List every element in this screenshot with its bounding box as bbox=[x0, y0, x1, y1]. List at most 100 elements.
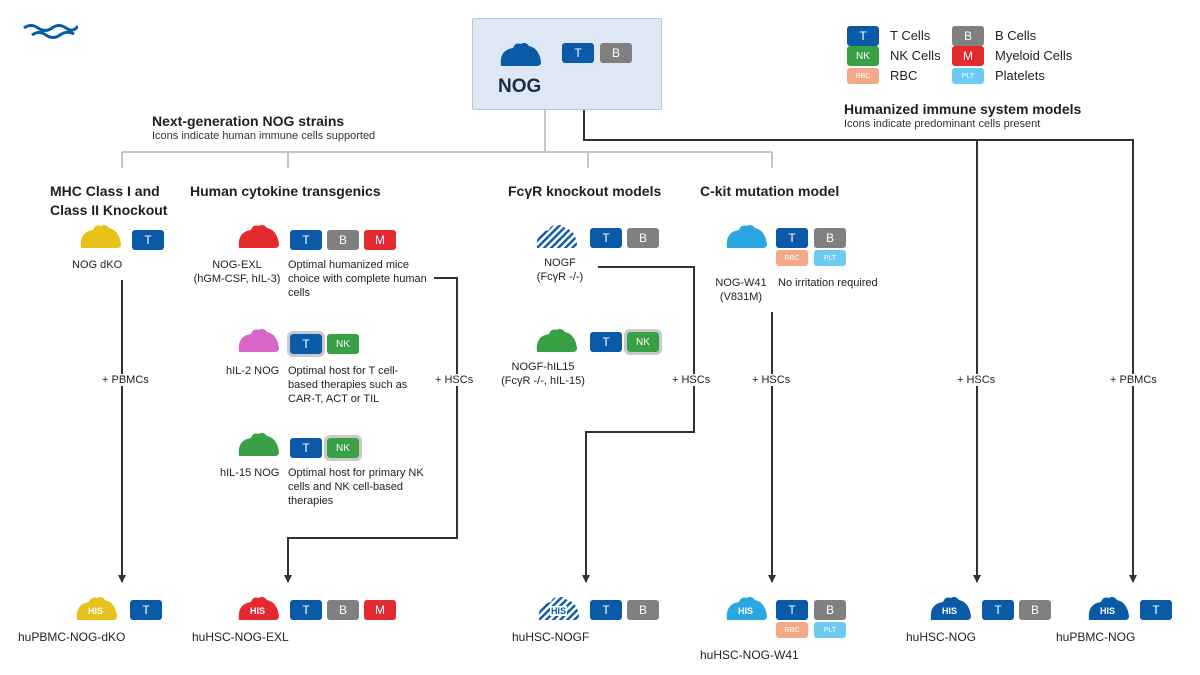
legend-label-b: B Cells bbox=[995, 28, 1037, 43]
il15-name: hIL-15 NOG bbox=[220, 467, 280, 479]
humanized-title: Humanized immune system models bbox=[844, 101, 1082, 117]
model-exl-his: HIS bbox=[250, 606, 266, 616]
nogf-badge-b: B bbox=[627, 228, 659, 248]
w41-badge-t: T bbox=[776, 228, 808, 248]
arrow-pbmc-nog bbox=[583, 110, 1137, 583]
il2-mouse-icon bbox=[238, 328, 279, 352]
legend-badge-plt: PLT bbox=[952, 68, 984, 84]
model-hsc-mouse-icon bbox=[930, 596, 971, 620]
model-pbmc-label: huPBMC-NOG bbox=[1056, 630, 1136, 644]
dko-mouse-icon bbox=[80, 224, 121, 248]
step-pbmc-dko: + PBMCs bbox=[100, 374, 151, 386]
il2-desc: Optimal host for T cell-based therapies … bbox=[288, 365, 408, 405]
arrow-exl bbox=[284, 277, 458, 583]
exl-mouse-icon bbox=[238, 224, 279, 248]
model-dko-badge-t: T bbox=[130, 600, 162, 620]
legend-badge-nk: NK bbox=[847, 46, 879, 66]
dko-badge-t: T bbox=[132, 230, 164, 250]
model-nogf-badge-t: T bbox=[590, 600, 622, 620]
model-dko-mouse-icon bbox=[76, 596, 117, 620]
next-gen-subtitle: Icons indicate human immune cells suppor… bbox=[152, 130, 376, 142]
nog-mouse-icon bbox=[500, 42, 541, 66]
exl-name: NOG-EXL (hGM-CSF, hIL-3) bbox=[193, 259, 281, 285]
il15-badge-nk: NK bbox=[324, 435, 362, 461]
nogfil15-name: NOGF-hIL15 (FcγR -/-, hIL-15) bbox=[501, 361, 585, 387]
dko-name: NOG dKO bbox=[72, 259, 123, 271]
legend-label-t: T Cells bbox=[890, 28, 931, 43]
w41-badge-b: B bbox=[814, 228, 846, 248]
step-hsc-nogf: + HSCs bbox=[670, 374, 713, 386]
model-dko-his: HIS bbox=[88, 606, 104, 616]
w41-mouse-icon bbox=[726, 224, 767, 248]
model-nogf-label: huHSC-NOGF bbox=[512, 630, 590, 644]
model-w41-badge-t: T bbox=[776, 600, 808, 620]
root-badge-t: T bbox=[562, 43, 594, 63]
exl-badge-t: T bbox=[290, 230, 322, 250]
legend-badge-m: M bbox=[952, 46, 984, 66]
exl-badge-b: B bbox=[327, 230, 359, 250]
category-fcgr: FcγR knockout models bbox=[508, 183, 662, 199]
step-hsc-w41: + HSCs bbox=[750, 374, 793, 386]
nogf-name: NOGF (FcγR -/-) bbox=[536, 257, 584, 283]
nogfil15-badge-nk: NK bbox=[624, 329, 662, 355]
arrow-lines bbox=[118, 110, 1137, 583]
w41-badge-plt: PLT bbox=[814, 250, 846, 266]
model-exl-label: huHSC-NOG-EXL bbox=[192, 630, 289, 644]
exl-badge-m: M bbox=[364, 230, 396, 250]
legend-badge-b: B bbox=[952, 26, 984, 46]
category-mhc: MHC Class I and Class II Knockout bbox=[50, 183, 168, 218]
il2-badge-nk: NK bbox=[327, 334, 359, 354]
step-pbmc-nog: + PBMCs bbox=[1108, 374, 1159, 386]
nogfil15-mouse-icon bbox=[536, 328, 577, 352]
humanized-subtitle: Icons indicate predominant cells present bbox=[844, 118, 1041, 130]
model-hsc-label: huHSC-NOG bbox=[906, 630, 977, 644]
il2-badge-t: T bbox=[287, 331, 325, 357]
step-hsc-exl: + HSCs bbox=[433, 374, 476, 386]
model-pbmc-badge-t: T bbox=[1140, 600, 1172, 620]
w41-name: NOG-W41 (V831M) bbox=[715, 277, 767, 303]
legend-badge-t: T bbox=[847, 26, 879, 46]
legend-label-nk: NK Cells bbox=[890, 48, 941, 63]
nogf-badge-t: T bbox=[590, 228, 622, 248]
model-dko-label: huPBMC-NOG-dKO bbox=[18, 630, 126, 644]
model-w41-badge-rbc: RBC bbox=[776, 622, 808, 638]
model-w41-his: HIS bbox=[738, 606, 754, 616]
legend-badge-rbc: RBC bbox=[847, 68, 879, 84]
brand-logo bbox=[23, 24, 78, 39]
category-ckit: C-kit mutation model bbox=[700, 183, 840, 199]
category-cytokine: Human cytokine transgenics bbox=[190, 183, 381, 199]
model-w41-badge-plt: PLT bbox=[814, 622, 846, 638]
w41-desc: No irritation required bbox=[778, 277, 878, 289]
model-hsc-badge-t: T bbox=[982, 600, 1014, 620]
legend-label-m: Myeloid Cells bbox=[995, 48, 1073, 63]
model-exl-mouse-icon bbox=[238, 596, 279, 620]
model-pbmc-his: HIS bbox=[1100, 606, 1116, 616]
il2-name: hIL-2 NOG bbox=[226, 365, 280, 377]
root-title: NOG bbox=[498, 76, 542, 97]
model-w41-badge-b: B bbox=[814, 600, 846, 620]
w41-badge-rbc: RBC bbox=[776, 250, 808, 266]
model-nogf-badge-b: B bbox=[627, 600, 659, 620]
category-tree-lines bbox=[121, 110, 773, 168]
root-badge-b: B bbox=[600, 43, 632, 63]
model-w41-mouse-icon bbox=[726, 596, 767, 620]
legend-label-plt: Platelets bbox=[995, 68, 1045, 83]
il15-desc: Optimal host for primary NK cells and NK… bbox=[288, 467, 424, 507]
arrow-nogf bbox=[582, 266, 695, 583]
model-exl-badge-t: T bbox=[290, 600, 322, 620]
model-exl-badge-m: M bbox=[364, 600, 396, 620]
step-hsc-nog: + HSCs bbox=[955, 374, 998, 386]
il15-mouse-icon bbox=[238, 432, 279, 456]
next-gen-title: Next-generation NOG strains bbox=[152, 113, 345, 129]
nogfil15-badge-t: T bbox=[590, 332, 622, 352]
il15-badge-t: T bbox=[290, 438, 322, 458]
nogf-mouse-icon bbox=[536, 224, 577, 248]
model-pbmc-mouse-icon bbox=[1088, 596, 1129, 620]
model-nogf-his: HIS bbox=[550, 606, 568, 616]
model-w41-label: huHSC-NOG-W41 bbox=[700, 648, 799, 662]
legend-label-rbc: RBC bbox=[890, 68, 918, 83]
model-hsc-his: HIS bbox=[942, 606, 958, 616]
model-hsc-badge-b: B bbox=[1019, 600, 1051, 620]
exl-desc: Optimal humanized mice choice with compl… bbox=[288, 259, 427, 299]
